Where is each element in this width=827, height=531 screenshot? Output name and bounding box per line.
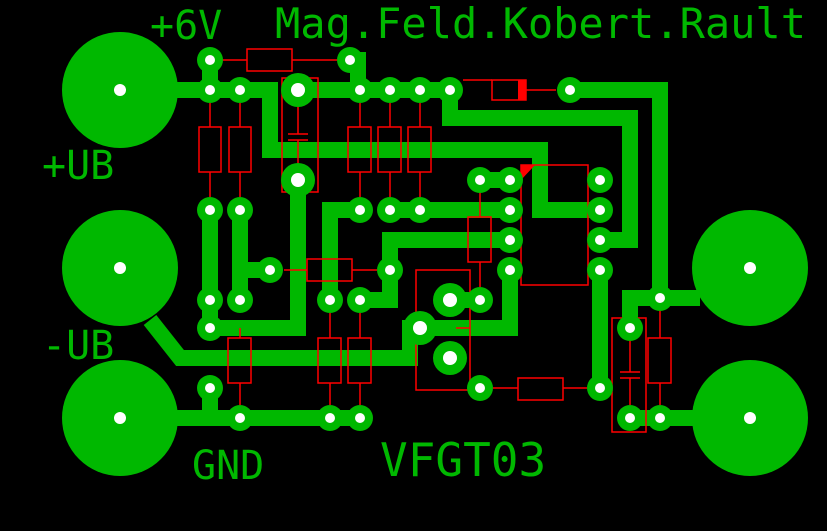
component-outline xyxy=(647,337,672,384)
plus-ub-label: +UB xyxy=(42,143,115,189)
diode-cathode-band xyxy=(518,80,526,100)
board-name-label: VFGT03 xyxy=(380,433,547,487)
drill-hole xyxy=(565,85,575,95)
drill-hole xyxy=(415,85,425,95)
copper-trace xyxy=(570,82,700,306)
copper-traces xyxy=(143,52,700,426)
copper-trace xyxy=(210,180,306,336)
drill-hole xyxy=(291,83,305,97)
drill-hole xyxy=(385,265,395,275)
drill-hole xyxy=(114,412,126,424)
drill-hole xyxy=(325,413,335,423)
copper-trace xyxy=(322,202,360,300)
drill-hole xyxy=(345,55,355,65)
component-outline xyxy=(520,164,589,286)
component-outline xyxy=(517,377,564,401)
drill-hole xyxy=(205,85,215,95)
drill-hole xyxy=(205,55,215,65)
drill-hole xyxy=(355,295,365,305)
drill-hole xyxy=(505,205,515,215)
drill-hole xyxy=(625,323,635,333)
gnd-label: GND xyxy=(192,443,265,489)
drill-hole xyxy=(355,85,365,95)
drill-hole xyxy=(235,85,245,95)
drill-hole xyxy=(655,293,665,303)
component-outline xyxy=(246,48,293,72)
drill-hole xyxy=(655,413,665,423)
drill-hole xyxy=(744,262,756,274)
drill-hole xyxy=(235,413,245,423)
drill-hole xyxy=(595,235,605,245)
component-outline xyxy=(228,126,252,173)
drill-hole xyxy=(205,295,215,305)
minus-ub-label: -UB xyxy=(42,323,115,369)
drill-hole xyxy=(443,293,457,307)
drill-hole xyxy=(505,265,515,275)
drill-hole xyxy=(205,323,215,333)
drill-hole xyxy=(445,85,455,95)
drill-hole xyxy=(744,412,756,424)
drill-hole xyxy=(235,295,245,305)
drill-hole xyxy=(385,205,395,215)
copper-trace xyxy=(170,82,600,218)
drill-hole xyxy=(595,175,605,185)
drill-hole xyxy=(413,321,427,335)
drill-hole xyxy=(443,351,457,365)
drill-hole xyxy=(355,413,365,423)
drill-hole xyxy=(475,295,485,305)
drill-hole xyxy=(625,413,635,423)
drill-hole xyxy=(235,205,245,215)
ic-pin1-marker xyxy=(521,165,535,180)
copper-trace xyxy=(143,270,518,366)
author-label: Mag.Feld.Kobert.Rault xyxy=(275,0,807,48)
drill-hole xyxy=(475,383,485,393)
drill-hole xyxy=(595,383,605,393)
drill-hole xyxy=(205,383,215,393)
drill-hole xyxy=(265,265,275,275)
component-outline xyxy=(198,126,222,173)
drill-hole xyxy=(385,85,395,95)
voltage-label: +6V xyxy=(150,3,223,49)
drill-hole xyxy=(325,295,335,305)
drill-hole xyxy=(505,175,515,185)
drill-hole xyxy=(415,205,425,215)
drill-hole xyxy=(505,235,515,245)
drill-hole xyxy=(114,84,126,96)
drill-hole xyxy=(205,205,215,215)
drill-hole xyxy=(114,262,126,274)
drill-hole xyxy=(475,175,485,185)
drill-hole xyxy=(595,265,605,275)
drill-hole xyxy=(355,205,365,215)
drill-hole xyxy=(291,173,305,187)
pads xyxy=(62,32,808,476)
drill-hole xyxy=(595,205,605,215)
